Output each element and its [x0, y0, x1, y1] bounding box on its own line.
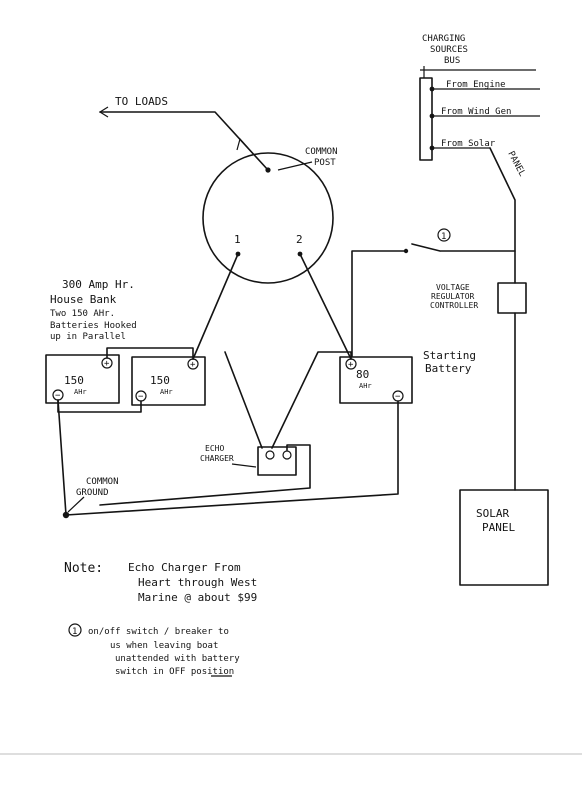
breaker-wire: [351, 243, 516, 357]
loads-arrow-head: [98, 106, 109, 118]
solar-panel: SOLAR PANEL: [459, 489, 549, 586]
house-bank-line5: up in Parallel: [50, 332, 126, 342]
echo-charger-negative: [282, 450, 292, 460]
note-marker-circle: [68, 623, 82, 637]
solar-feed-wire: [489, 147, 516, 491]
echo-charger: ECHO CHARGER: [99, 444, 311, 506]
voltage-regulator-box: [497, 282, 527, 314]
regulator-line2: REGULATOR: [431, 292, 475, 301]
house-battery-2-minus: −: [138, 392, 144, 402]
breaker-marker-number: 1: [441, 232, 446, 242]
loads: TO LOADS: [98, 95, 269, 171]
echo-ground-wire: [99, 444, 311, 506]
house-battery-2: + − 150 AHr: [131, 356, 206, 406]
switch-2-to-starting: [299, 253, 352, 360]
solar-panel-line1: SOLAR: [476, 507, 509, 520]
common-ground: COMMON GROUND: [57, 399, 399, 519]
bus-title-line1: CHARGING: [422, 34, 465, 44]
echo-pointer: [231, 463, 257, 468]
solar-panel-box: [459, 489, 549, 586]
house-bank-line1: 300 Amp Hr.: [62, 278, 135, 291]
loads-wire: [99, 111, 269, 171]
house-bank-line3: Two 150 AHr.: [50, 309, 115, 319]
starting-battery-unit: AHr: [359, 382, 372, 390]
starting-positive-to-echo: [271, 351, 352, 449]
breaker-marker-circle: [437, 228, 451, 242]
switch-position-1: 1: [234, 233, 241, 246]
bus-title-line2: SOURCES: [430, 45, 468, 55]
house-positive-to-echo: [224, 351, 263, 449]
from-solar-panel-label: PANEL: [505, 150, 527, 179]
starting-battery: + − 80 AHr Starting Battery: [339, 349, 476, 404]
battery-switch-dial: [202, 152, 334, 284]
battery-switch: COMMON POST 1 2: [202, 147, 338, 284]
echo-charger-box: [257, 446, 297, 476]
house-battery-2-capacity: 150: [150, 374, 170, 387]
bus-bar: [419, 77, 433, 161]
to-loads-label: TO LOADS: [115, 95, 168, 108]
note-line1: Echo Charger From: [128, 561, 241, 574]
bus-header-arrow: [420, 66, 536, 78]
note-item-line3: unattended with battery: [115, 654, 240, 664]
breaker-contact: [403, 248, 409, 254]
echo-label-line1: ECHO: [205, 444, 224, 453]
note-label: Note:: [64, 561, 103, 576]
house-battery-2-plus: +: [190, 360, 196, 370]
house-battery-1-capacity: 150: [64, 374, 84, 387]
regulator-line3: CONTROLLER: [430, 301, 478, 310]
ground-wire: [57, 399, 399, 516]
starting-battery-minus: −: [395, 392, 401, 402]
starting-battery-case: [339, 356, 413, 404]
house-battery-1-minus: −: [55, 391, 61, 401]
echo-charger-positive: [265, 450, 275, 460]
house-battery-1-plus: +: [104, 359, 110, 369]
from-engine-label: From Engine: [446, 80, 506, 90]
house-battery-2-case: [131, 356, 206, 406]
parallel-negative-link: [57, 399, 142, 413]
note-item-line2: us when leaving boat: [110, 641, 218, 651]
house-battery-1: + − 150 AHr: [45, 354, 120, 404]
ground-pointer: [67, 496, 85, 513]
house-bank-line4: Batteries Hooked: [50, 321, 137, 331]
house-battery-1-case: [45, 354, 120, 404]
echo-label-line2: CHARGER: [200, 454, 234, 463]
note-marker-number: 1: [72, 627, 77, 637]
notes: Note: Echo Charger From Heart through We…: [64, 561, 257, 677]
ground-label-line2: GROUND: [76, 488, 109, 498]
from-wind-label: From Wind Gen: [441, 107, 511, 117]
starting-battery-capacity: 80: [356, 368, 369, 381]
note-line3: Marine @ about $99: [138, 591, 257, 604]
note-item-line1: on/off switch / breaker to: [88, 627, 229, 637]
solar-panel-line2: PANEL: [482, 521, 515, 534]
house-battery-1-unit: AHr: [74, 388, 87, 396]
regulator-line1: VOLTAGE: [436, 283, 470, 292]
house-bank-line2: House Bank: [50, 293, 117, 306]
bus-title-line3: BUS: [444, 56, 460, 66]
parallel-positive-link: [106, 347, 194, 360]
common-post-pointer: [277, 161, 313, 171]
note-item-line4: switch in OFF position: [115, 667, 234, 677]
charging-sources-bus: CHARGING SOURCES BUS From Engine From Wi…: [419, 34, 540, 179]
common-post-terminal: [265, 167, 271, 173]
common-post-line1: COMMON: [305, 147, 338, 157]
ground-label-line1: COMMON: [86, 477, 119, 487]
common-post-line2: POST: [314, 158, 336, 168]
starting-label-line1: Starting: [423, 349, 476, 362]
switch-position-2: 2: [296, 233, 303, 246]
starting-battery-plus: +: [348, 360, 354, 370]
house-battery-2-unit: AHr: [160, 388, 173, 396]
starting-label-line2: Battery: [425, 362, 472, 375]
from-solar-label: From Solar: [441, 139, 496, 149]
house-bank-to-switch-1: [192, 253, 239, 360]
note-line2: Heart through West: [138, 576, 257, 589]
house-bank-label: 300 Amp Hr. House Bank Two 150 AHr. Batt…: [50, 278, 137, 342]
loads-arrow-mid: [236, 137, 249, 151]
